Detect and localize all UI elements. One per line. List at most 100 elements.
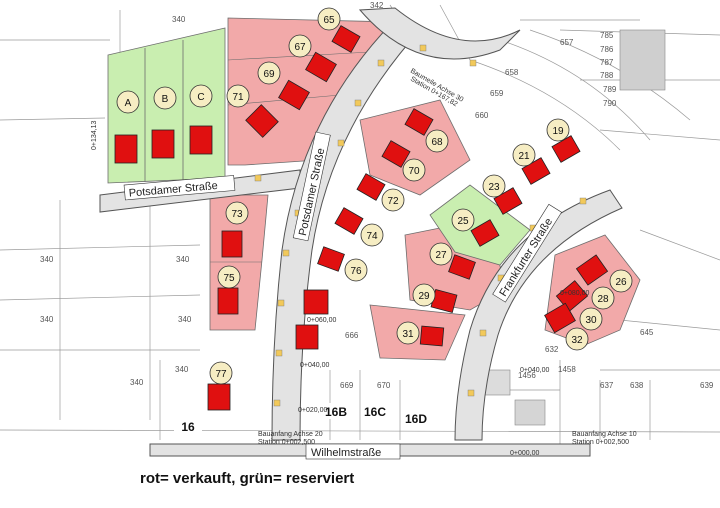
- parcel-number: 340: [172, 15, 186, 24]
- lot-marker: [226, 84, 250, 108]
- annotation-station-080: 0+080,00: [560, 290, 589, 297]
- parcel-number: 659: [490, 89, 504, 98]
- house-22: [419, 325, 445, 347]
- lot-77[interactable]: 77: [209, 361, 233, 385]
- house-26: [303, 289, 329, 315]
- lot-labels: A B C 65 67 69 71 68 70 72 74 76 73 75 77 19 21 23 25 27 29 3…: [116, 7, 633, 434]
- lot-area-25: [429, 184, 531, 266]
- lot-16c[interactable]: 16C: [361, 403, 389, 419]
- lot-label: 28: [597, 294, 609, 305]
- lot-marker: [360, 223, 384, 247]
- house-10: [356, 173, 386, 201]
- annotation-station-0040: 0+040,00: [520, 367, 549, 374]
- lot-marker: [429, 242, 453, 266]
- lot-23[interactable]: 23: [482, 174, 506, 198]
- lot-label: 29: [418, 291, 430, 302]
- parcel-number: 632: [545, 345, 559, 354]
- lot-71[interactable]: 71: [226, 84, 250, 108]
- lot-label: 72: [387, 196, 399, 207]
- annotation-station-020: 0+020,00: [298, 407, 327, 414]
- lot-label: 19: [552, 126, 564, 137]
- lot-28[interactable]: 28: [591, 286, 615, 310]
- lot-74[interactable]: 74: [360, 223, 384, 247]
- lot-73[interactable]: 73: [225, 201, 249, 225]
- lot-marker: [451, 208, 475, 232]
- lot-26[interactable]: 26: [609, 269, 633, 293]
- lot-69[interactable]: 69: [257, 61, 281, 85]
- parcel-number: 1458: [558, 365, 576, 374]
- lot-marker: [412, 283, 436, 307]
- lot-label: C: [197, 92, 204, 103]
- house-9: [381, 140, 411, 168]
- lot-marker: [225, 201, 249, 225]
- lot-68[interactable]: 68: [425, 129, 449, 153]
- lot-label: B: [162, 94, 169, 105]
- lot-label: 30: [585, 315, 597, 326]
- lot-27[interactable]: 27: [429, 242, 453, 266]
- parcel-number: 658: [505, 68, 519, 77]
- lot-19[interactable]: 19: [546, 118, 570, 142]
- lot-marker: [546, 118, 570, 142]
- parcel-number: 340: [175, 365, 189, 374]
- lot-label: 16: [181, 420, 195, 434]
- parcel-number: 670: [377, 381, 391, 390]
- lot-72[interactable]: 72: [381, 188, 405, 212]
- annotation-bauanfang-20: Bauanfang Achse 20: [258, 431, 323, 438]
- house-20: [448, 254, 476, 280]
- house-5: [305, 51, 337, 83]
- parcel-number: 788: [600, 71, 614, 80]
- lot-16[interactable]: 16: [174, 418, 202, 434]
- lot-marker: [317, 7, 341, 31]
- lot-16d[interactable]: 16D: [402, 410, 430, 426]
- annotation-station-000: 0+000,00: [510, 450, 539, 457]
- lot-label: 71: [232, 92, 244, 103]
- parcel-number: 340: [178, 315, 192, 324]
- lot-label: 16B: [325, 405, 347, 419]
- lot-label: 32: [571, 335, 583, 346]
- house-2: [151, 129, 175, 159]
- lot-67[interactable]: 67: [288, 34, 312, 58]
- lot-70[interactable]: 70: [402, 158, 426, 182]
- house-11: [334, 207, 364, 235]
- lot-31[interactable]: 31: [396, 321, 420, 345]
- lot-marker: [482, 174, 506, 198]
- lot-marker: [116, 90, 140, 114]
- lot-76[interactable]: 76: [344, 258, 368, 282]
- lot-c[interactable]: C: [189, 84, 213, 108]
- parcel-number: 790: [603, 99, 617, 108]
- lot-marker: [591, 286, 615, 310]
- house-18: [493, 187, 523, 215]
- lot-30[interactable]: 30: [579, 307, 603, 331]
- house-15: [207, 383, 231, 411]
- lot-marker: [565, 327, 589, 351]
- parcel-number: 340: [130, 378, 144, 387]
- parcel-number: 639: [700, 381, 714, 390]
- lot-label: A: [125, 98, 132, 109]
- lot-label: 68: [431, 137, 443, 148]
- lot-21[interactable]: 21: [512, 143, 536, 167]
- lot-65[interactable]: 65: [317, 7, 341, 31]
- house-4: [331, 25, 361, 53]
- lot-label: 23: [488, 182, 500, 193]
- annotation-station-040: 0+040,00: [300, 362, 329, 369]
- lot-label: 67: [294, 42, 306, 53]
- annotation-station-10: Station 0+002,500: [572, 439, 629, 446]
- lot-32[interactable]: 32: [565, 327, 589, 351]
- parcel-number: 787: [600, 58, 614, 67]
- lot-b[interactable]: B: [153, 86, 177, 110]
- house-6: [278, 79, 310, 111]
- parcel-number: 645: [640, 328, 654, 337]
- lot-label: 16C: [364, 405, 386, 419]
- lot-label: 69: [263, 69, 275, 80]
- lot-75[interactable]: 75: [217, 265, 241, 289]
- legend: rot= verkauft, grün= reserviert: [140, 470, 355, 487]
- lot-16b[interactable]: 16B: [322, 403, 350, 419]
- lot-label: 74: [366, 231, 378, 242]
- street-label-wilhelm: Wilhelmstraße: [311, 447, 381, 459]
- lot-marker: [344, 258, 368, 282]
- lot-a[interactable]: A: [116, 90, 140, 114]
- lot-25[interactable]: 25: [451, 208, 475, 232]
- lot-29[interactable]: 29: [412, 283, 436, 307]
